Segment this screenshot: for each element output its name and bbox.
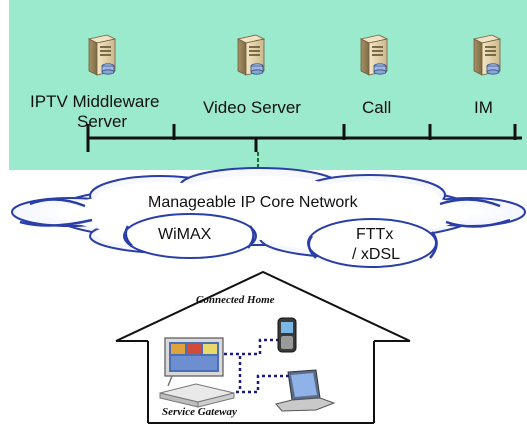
server-bus [86,124,522,152]
cloud-swirls [19,198,511,228]
server-icon [237,34,265,76]
server-label-im: IM [474,98,493,117]
server-label-video: Video Server [203,98,301,117]
server-label-iptv: IPTV Middleware [30,92,160,111]
tv-icon [164,337,224,377]
server-icon [473,34,501,76]
home-links [224,338,292,394]
core-network-label: Manageable IP Core Network [148,194,358,211]
server-icon [360,34,388,76]
server-band [9,0,527,170]
server-icon [88,34,116,76]
wimax-cloud [123,213,257,259]
fttx-label-line2: / xDSL [352,246,401,263]
fttx-label-line1: FTTx [356,226,394,243]
laptop-icon [275,369,336,412]
server-label-iptv-line2: Server [77,112,128,131]
server-icons [88,34,501,76]
wimax-label: WiMAX [158,226,212,243]
connected-home [115,270,411,424]
connected-home-label: Connected Home [196,294,275,306]
service-gateway-label: Service Gateway [162,406,237,418]
mobile-phone-icon [277,317,297,353]
service-gateway-icon [159,375,235,408]
server-label-call: Call [362,98,392,117]
